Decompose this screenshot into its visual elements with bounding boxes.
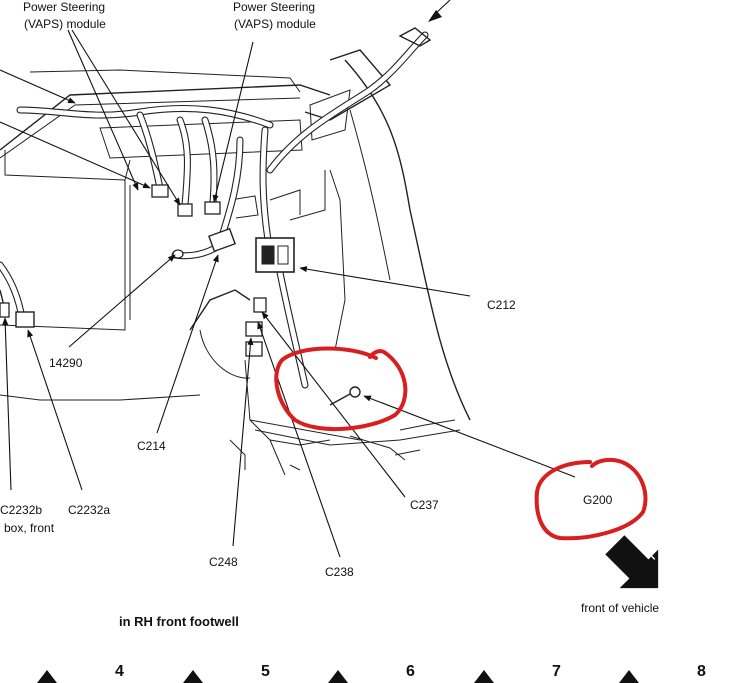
caption: in RH front footwell xyxy=(119,614,239,629)
label-c248: C248 xyxy=(209,555,238,569)
connector-block xyxy=(204,201,221,215)
highlight-annotations xyxy=(274,346,648,541)
ground-g200 xyxy=(349,386,361,398)
connector-block xyxy=(151,184,169,198)
label-vaps-left-line1: Power Steering xyxy=(23,0,105,14)
connector-c248 xyxy=(245,321,263,337)
ruler: 4 5 6 7 8 xyxy=(37,663,706,683)
ruler-triangle-icon xyxy=(328,670,348,683)
ruler-number: 5 xyxy=(261,663,270,680)
highlight-g200-label xyxy=(534,457,648,541)
label-box-front: box, front xyxy=(4,521,55,535)
ruler-number: 7 xyxy=(552,663,561,680)
label-c238: C238 xyxy=(325,565,354,579)
connector-c2232a xyxy=(15,311,35,328)
ruler-number: 4 xyxy=(115,663,124,680)
label-c2232b: C2232b xyxy=(0,503,42,517)
ruler-number: 6 xyxy=(406,663,415,680)
label-c237: C237 xyxy=(410,498,439,512)
label-vaps-right-line2: (VAPS) module xyxy=(234,17,316,31)
ruler-number: 8 xyxy=(697,663,706,680)
ground-wire xyxy=(329,393,351,406)
ruler-triangle-icon xyxy=(183,670,203,683)
connector-c248 xyxy=(245,341,263,357)
leader-lines xyxy=(0,0,576,558)
label-vaps-right-line1: Power Steering xyxy=(233,0,315,14)
connector-block xyxy=(177,203,193,217)
label-vaps-left-line2: (VAPS) module xyxy=(24,17,106,31)
vehicle-structure xyxy=(0,49,471,476)
label-front-of-vehicle: front of vehicle xyxy=(581,601,659,615)
connector-c2232b xyxy=(0,302,10,318)
cable-end xyxy=(398,27,432,47)
label-c214: C214 xyxy=(137,439,166,453)
label-g200: G200 xyxy=(583,493,613,507)
front-arrow-icon xyxy=(605,535,659,589)
connector-block xyxy=(208,227,236,253)
highlight-c237-g200-area xyxy=(274,346,408,431)
connector-c238 xyxy=(253,297,267,313)
connector-c212-socket xyxy=(261,245,275,265)
connector-c212-socket xyxy=(277,245,289,265)
ruler-triangle-icon xyxy=(619,670,639,683)
ruler-triangle-icon xyxy=(37,670,57,683)
label-c212: C212 xyxy=(487,298,516,312)
label-14290: 14290 xyxy=(49,356,83,370)
connector-14290 xyxy=(172,249,184,259)
ruler-triangle-icon xyxy=(474,670,494,683)
labels: Power Steering (VAPS) module Power Steer… xyxy=(0,0,659,629)
label-c2232a: C2232a xyxy=(68,503,110,517)
